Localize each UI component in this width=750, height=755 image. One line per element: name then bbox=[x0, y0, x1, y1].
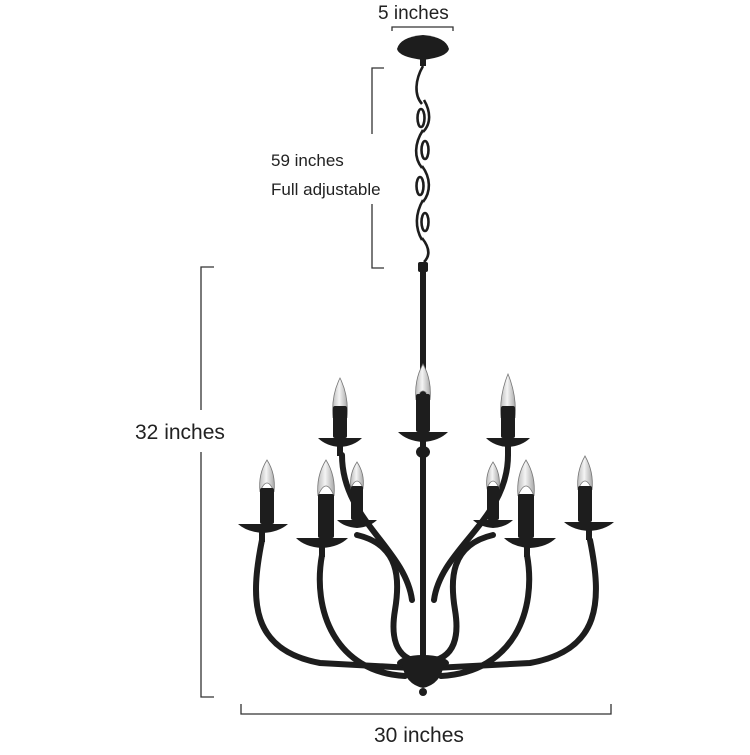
chain bbox=[414, 65, 431, 263]
chain-adjustable-note: Full adjustable bbox=[271, 180, 381, 199]
width-label: 30 inches bbox=[374, 724, 464, 747]
candle-upper-center bbox=[398, 363, 448, 442]
arms bbox=[253, 452, 599, 679]
arm-lower-left-front bbox=[316, 552, 408, 679]
candle-upper-right bbox=[486, 372, 530, 456]
arm-lower-left-outer bbox=[253, 537, 415, 671]
arm-lower-right-outer bbox=[431, 537, 599, 671]
candle-upper-left bbox=[318, 377, 362, 456]
bottom-hub bbox=[397, 655, 449, 696]
stem bbox=[416, 262, 430, 662]
candle-lower-front-left bbox=[296, 459, 348, 557]
candle-lower-inner-right bbox=[473, 461, 513, 528]
arm-lower-right-front bbox=[438, 552, 533, 679]
arm-upper-right bbox=[431, 452, 511, 603]
arm-lower-left-inner bbox=[354, 532, 415, 663]
candles bbox=[238, 363, 614, 557]
candle-lower-far-left bbox=[238, 459, 288, 542]
canopy-width-bracket bbox=[391, 26, 454, 31]
height-bracket bbox=[200, 266, 214, 698]
candle-lower-far-right bbox=[564, 455, 614, 540]
width-bracket bbox=[240, 704, 612, 715]
dimension-lines bbox=[200, 26, 612, 715]
arm-lower-right-inner bbox=[433, 532, 496, 663]
candle-lower-inner-left bbox=[337, 461, 377, 528]
chandelier bbox=[238, 35, 614, 696]
candle-lower-front-right bbox=[504, 459, 556, 557]
canopy bbox=[397, 35, 449, 66]
chain-length-bracket bbox=[371, 67, 384, 269]
arm-upper-left bbox=[339, 452, 415, 603]
canopy-width-label: 5 inches bbox=[378, 3, 449, 24]
height-label: 32 inches bbox=[135, 421, 225, 444]
chain-length-value: 59 inches bbox=[271, 151, 344, 170]
chain-length-label: 59 inches Full adjustable bbox=[271, 146, 381, 204]
